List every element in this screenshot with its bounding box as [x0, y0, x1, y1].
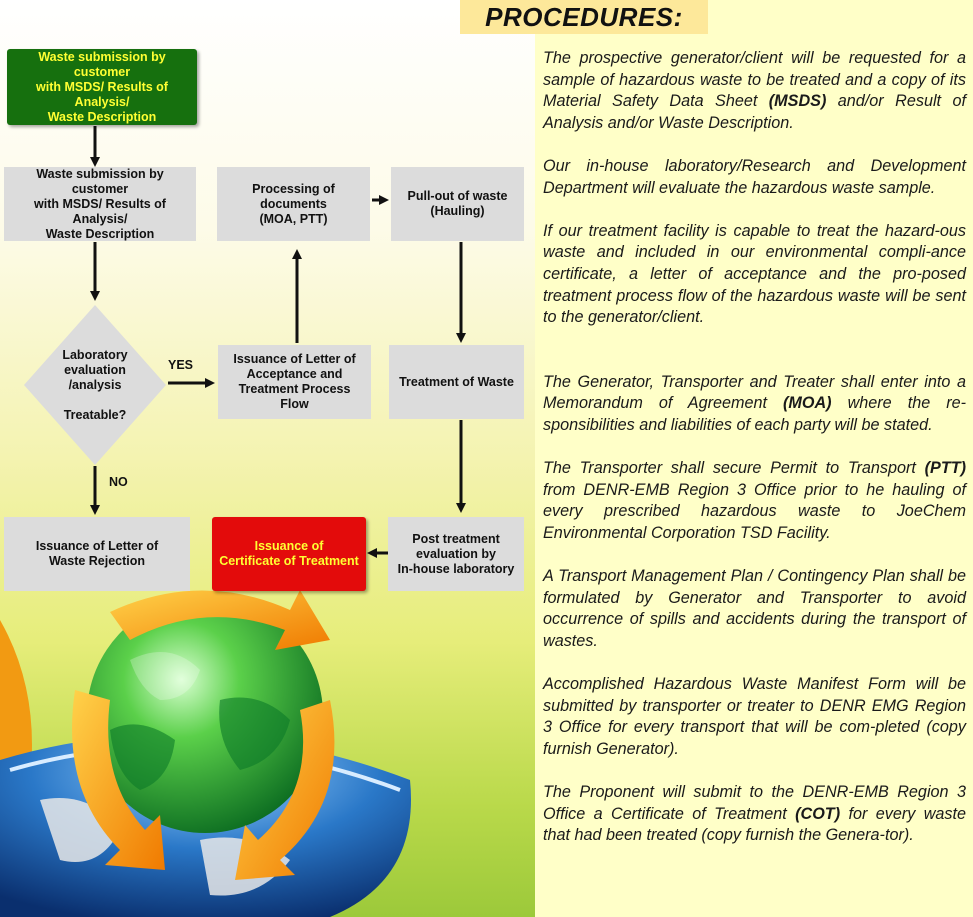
procedures-panel [535, 0, 973, 917]
step-certificate: Issuance of Certificate of Treatment [212, 517, 366, 591]
step-treatment: Treatment of Waste [389, 345, 524, 419]
procedure-paragraph: If our treatment facility is capable to … [543, 221, 966, 327]
procedure-paragraph: The prospective generator/client will be… [543, 49, 966, 132]
procedure-paragraph: The Generator, Transporter and Treater s… [543, 372, 967, 434]
step-submission: Waste submission by customer with MSDS/ … [4, 167, 196, 241]
step-rejection: Issuance of Letter of Waste Rejection [4, 517, 190, 591]
step-submission-first: Waste submission by customer with MSDS/ … [7, 49, 197, 125]
label-no: NO [109, 475, 128, 489]
step-pullout: Pull-out of waste (Hauling) [391, 167, 524, 241]
procedure-paragraph: The Transporter shall secure Permit to T… [543, 459, 966, 542]
flowchart-connectors [90, 126, 466, 558]
procedures-title: PROCEDURES: [460, 0, 708, 34]
step-processing-documents: Processing of documents (MOA, PTT) [217, 167, 370, 241]
procedure-paragraph: The Proponent will submit to the DENR-EM… [543, 783, 967, 845]
decision-text: Laboratory evaluation /analysis Treatabl… [62, 348, 128, 422]
procedure-paragraph: A Transport Management Plan / Contingenc… [543, 567, 966, 650]
step-acceptance: Issuance of Letter of Acceptance and Tre… [218, 345, 371, 419]
label-yes: YES [168, 358, 194, 372]
globe-recycle-illustration [0, 590, 411, 917]
procedure-paragraph: Accomplished Hazardous Waste Manifest Fo… [543, 675, 966, 758]
step-post-evaluation: Post treatment evaluation by In-house la… [388, 517, 524, 591]
procedure-paragraph: Our in-house laboratory/Research and Dev… [543, 156, 966, 197]
decision-diamond [24, 305, 166, 465]
procedures-text: The prospective generator/client will be… [543, 48, 966, 847]
